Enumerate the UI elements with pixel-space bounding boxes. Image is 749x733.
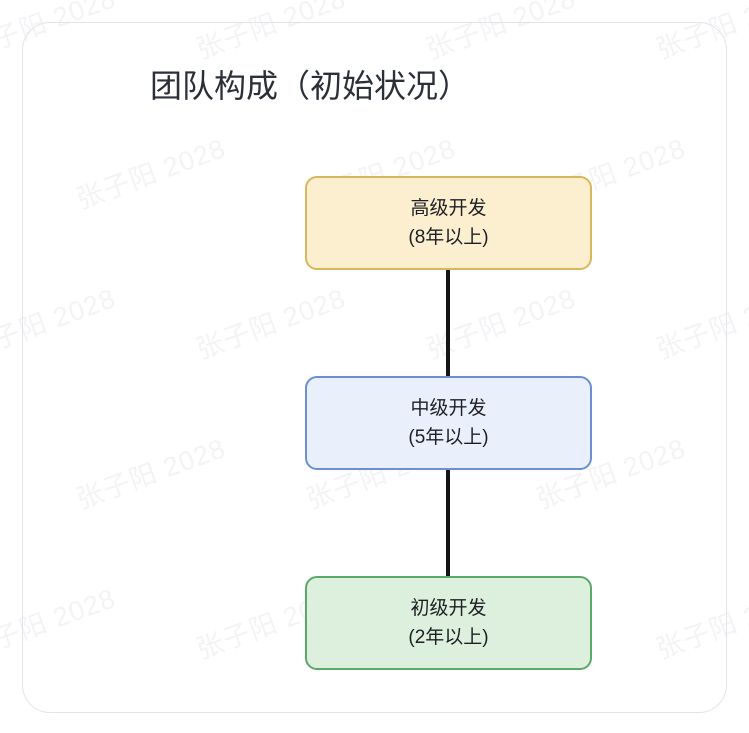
node-senior-title: 高级开发 xyxy=(410,198,487,219)
page-title: 团队构成（初始状况） xyxy=(150,68,471,104)
node-senior-developer[interactable]: 高级开发 (8年以上) xyxy=(305,176,592,270)
node-mid-developer[interactable]: 中级开发 (5年以上) xyxy=(305,376,592,470)
node-junior-developer[interactable]: 初级开发 (2年以上) xyxy=(305,576,592,670)
connector-senior-to-mid xyxy=(446,270,450,376)
diagram-card xyxy=(22,22,727,713)
watermark-text: 张子阳 2028 xyxy=(530,726,690,733)
watermark-text: 张子阳 2028 xyxy=(300,726,460,733)
node-junior-title: 初级开发 xyxy=(410,598,487,619)
node-mid-subtitle: (5年以上) xyxy=(408,427,489,448)
watermark-text: 张子阳 2028 xyxy=(70,726,230,733)
node-junior-subtitle: (2年以上) xyxy=(408,627,489,648)
node-mid-title: 中级开发 xyxy=(410,398,487,419)
connector-mid-to-junior xyxy=(446,470,450,576)
node-senior-subtitle: (8年以上) xyxy=(408,227,489,248)
